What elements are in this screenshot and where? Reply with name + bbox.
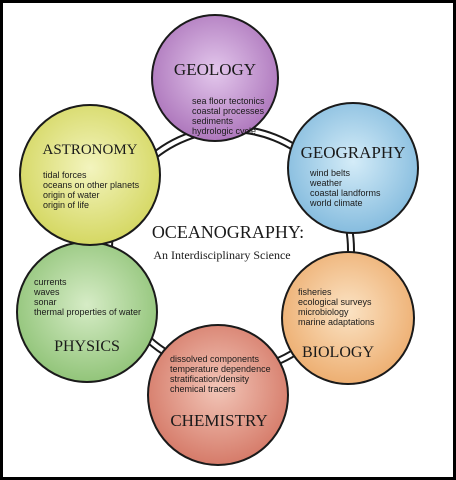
astronomy-item: origin of life bbox=[43, 200, 89, 210]
center-label: OCEANOGRAPHY: An Interdisciplinary Scien… bbox=[152, 222, 304, 262]
biology-item: microbiology bbox=[298, 307, 349, 317]
center-title: OCEANOGRAPHY: bbox=[152, 222, 304, 242]
astronomy-title: ASTRONOMY bbox=[42, 142, 137, 158]
astronomy-item: oceans on other planets bbox=[43, 180, 140, 190]
astronomy-circle: ASTRONOMY tidal forces oceans on other p… bbox=[19, 104, 161, 246]
geology-item: coastal processes bbox=[192, 106, 265, 116]
geography-circle: GEOGRAPHY wind belts weather coastal lan… bbox=[287, 102, 419, 234]
biology-circle: fisheries ecological surveys microbiolog… bbox=[281, 251, 415, 385]
chemistry-item: dissolved components bbox=[170, 354, 260, 364]
chemistry-title: CHEMISTRY bbox=[170, 411, 267, 430]
geology-item: hydrologic cycle bbox=[192, 126, 256, 136]
geography-item: world climate bbox=[309, 198, 363, 208]
geology-title: GEOLOGY bbox=[174, 60, 256, 79]
geology-item: sea floor tectonics bbox=[192, 96, 265, 106]
physics-circle: currents waves sonar thermal properties … bbox=[16, 241, 158, 383]
astronomy-item: origin of water bbox=[43, 190, 100, 200]
geology-circle: GEOLOGY sea floor tectonics coastal proc… bbox=[151, 14, 279, 142]
center-subtitle: An Interdisciplinary Science bbox=[153, 248, 290, 262]
geology-item: sediments bbox=[192, 116, 234, 126]
physics-item: waves bbox=[33, 287, 60, 297]
astronomy-item: tidal forces bbox=[43, 170, 87, 180]
geography-item: weather bbox=[309, 178, 342, 188]
biology-item: marine adaptations bbox=[298, 317, 375, 327]
biology-title: BIOLOGY bbox=[302, 344, 374, 361]
geography-title: GEOGRAPHY bbox=[301, 143, 406, 162]
chemistry-circle: dissolved components temperature depende… bbox=[147, 324, 289, 466]
biology-item: fisheries bbox=[298, 287, 332, 297]
chemistry-item: temperature dependence bbox=[170, 364, 271, 374]
physics-item: sonar bbox=[34, 297, 57, 307]
chemistry-item: chemical tracers bbox=[170, 384, 236, 394]
physics-title: PHYSICS bbox=[54, 338, 120, 355]
biology-item: ecological surveys bbox=[298, 297, 372, 307]
chemistry-item: stratification/density bbox=[170, 374, 250, 384]
geography-item: wind belts bbox=[309, 168, 351, 178]
physics-item: thermal properties of water bbox=[34, 307, 141, 317]
geography-item: coastal landforms bbox=[310, 188, 381, 198]
physics-item: currents bbox=[34, 277, 67, 287]
